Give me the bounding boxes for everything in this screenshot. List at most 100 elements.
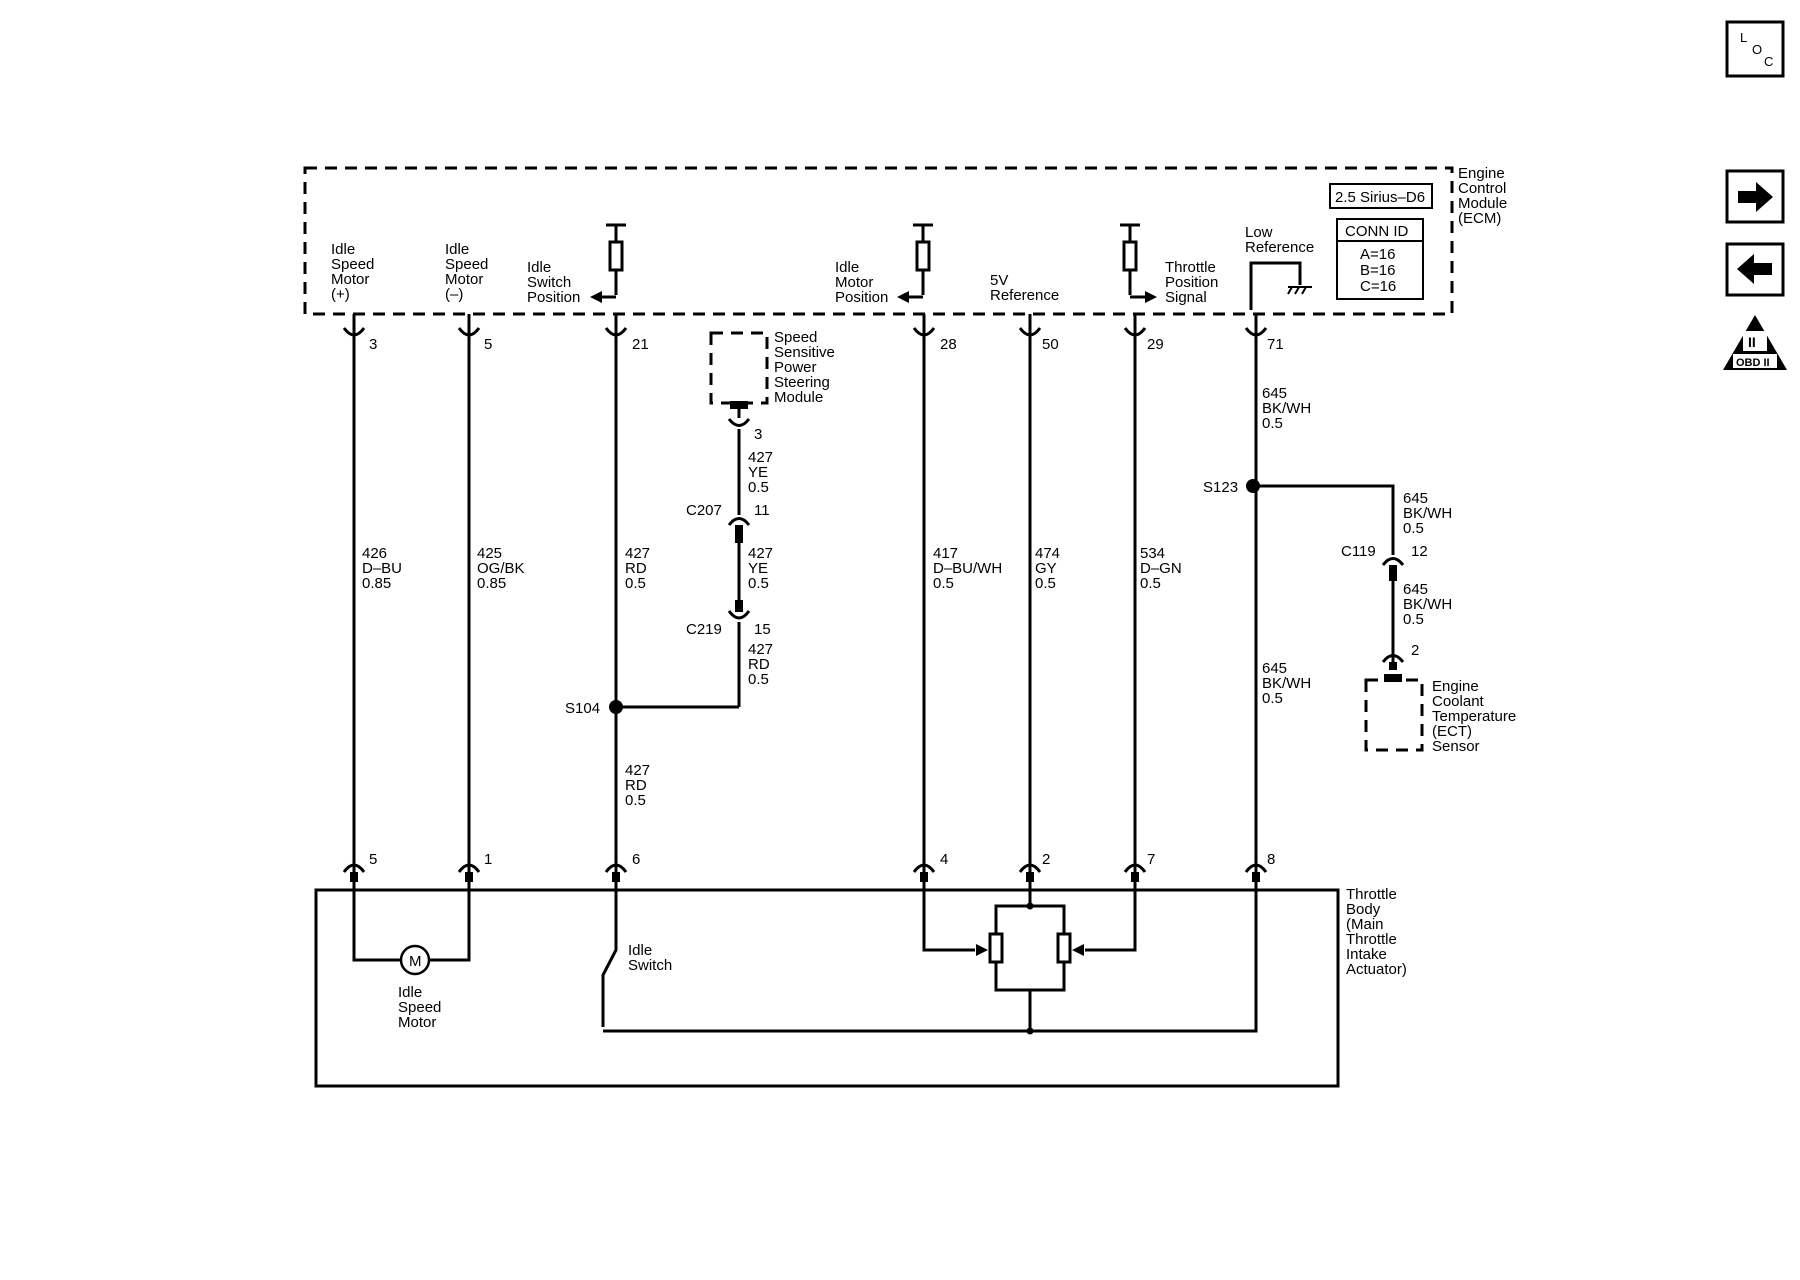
wire-label-427-upper: 427 RD 0.5	[625, 545, 654, 592]
idle-switch-label: Idle Switch	[628, 942, 672, 974]
tb-connector-idle-motor-minus	[457, 863, 481, 873]
idle-speed-motor-m: M	[409, 953, 422, 970]
wire-label-417: 417 D–BU/WH 0.5	[933, 545, 1006, 592]
throttle-body-box	[314, 888, 1340, 1088]
ecm-connector-low-reference	[1244, 327, 1268, 337]
idle-speed-motor-symbol	[399, 944, 431, 976]
ecm-pin-label-throttle-position: Throttle Position Signal	[1165, 259, 1223, 306]
ecm-pin-71: 71	[1267, 336, 1284, 353]
obd-ii-button[interactable]: II OBD II	[1723, 315, 1787, 370]
conn-id-box	[1336, 218, 1424, 300]
ecm-pin-label-idle-motor-position: Idle Motor Position	[835, 259, 888, 306]
ect-pin: 2	[1411, 642, 1419, 659]
ecm-connector-5v-reference	[1018, 327, 1042, 337]
ect-sensor-box	[1364, 678, 1424, 752]
ecm-connector-idle-motor-position	[912, 327, 936, 337]
tb-connector-idle-switch	[604, 863, 628, 873]
throttle-body-name: Throttle Body (Main Throttle Intake Actu…	[1346, 886, 1407, 978]
c207-pin: 11	[754, 502, 770, 519]
loc-letter-l: L	[1740, 30, 1747, 45]
wire-label-645-lower: 645 BK/WH 0.5	[1262, 660, 1315, 707]
tb-connector-idle-motor-position	[912, 863, 936, 873]
ecm-pin-3: 3	[369, 336, 377, 353]
ecm-pin-5: 5	[484, 336, 492, 353]
ecm-resistor-throttle-position	[1120, 223, 1157, 303]
ecm-name: Engine Control Module (ECM)	[1458, 165, 1511, 227]
ecm-box	[303, 166, 1454, 316]
tb-pin-4: 4	[940, 851, 948, 868]
loc-letter-o: O	[1752, 42, 1762, 57]
pspm-wire3-label: 427 RD 0.5	[748, 641, 777, 688]
c207-label: C207	[686, 502, 722, 519]
wire-label-427-lower: 427 RD 0.5	[625, 762, 654, 809]
throttle-body-ground-bus	[603, 875, 1258, 1033]
conn-id-c: C=16	[1360, 278, 1396, 295]
tb-pin-6: 6	[632, 851, 640, 868]
tb-connector-low-reference	[1244, 863, 1268, 873]
splice-s104-label: S104	[565, 700, 600, 717]
c219-label: C219	[686, 621, 722, 638]
ect-wire1-label: 645 BK/WH 0.5	[1403, 490, 1456, 537]
c119-label: C119	[1341, 543, 1376, 560]
ecm-connector-throttle-position	[1123, 327, 1147, 337]
tb-pin-5: 5	[369, 851, 377, 868]
c119-pin: 12	[1411, 543, 1428, 560]
ecm-pin-label-low-reference: Low Reference	[1245, 224, 1314, 256]
pspm-pin: 3	[754, 426, 762, 443]
idle-switch-symbol	[601, 875, 618, 1027]
ecm-connector-idle-motor-minus	[457, 327, 481, 337]
tb-connector-5v-reference	[1018, 863, 1042, 873]
ecm-resistor-idle-switch	[590, 223, 626, 303]
loc-button[interactable]: L O C	[1725, 20, 1785, 78]
ecm-tag: 2.5 Sirius–D6	[1335, 189, 1425, 206]
pspm-name: Speed Sensitive Power Steering Module	[774, 329, 839, 406]
right-arrow-icon	[1738, 182, 1773, 212]
tb-pin-1: 1	[484, 851, 492, 868]
tb-connector-idle-motor-plus	[342, 863, 366, 873]
tb-connector-throttle-position	[1123, 863, 1147, 873]
throttle-position-sensors	[922, 875, 1137, 1031]
ect-wire2-label: 645 BK/WH 0.5	[1403, 581, 1456, 628]
conn-id-title: CONN ID	[1345, 223, 1409, 240]
ecm-pin-29: 29	[1147, 336, 1164, 353]
tb-pin-7: 7	[1147, 851, 1155, 868]
ecm-pin-50: 50	[1042, 336, 1059, 353]
ecm-resistor-idle-motor-position	[897, 223, 933, 303]
ecm-tag-box	[1329, 183, 1433, 209]
ecm-pin-21: 21	[632, 336, 649, 353]
ecm-pin-label-5v-reference: 5V Reference	[990, 272, 1059, 304]
idle-speed-motor-label: Idle Speed Motor	[398, 984, 446, 1031]
splice-s104	[609, 700, 623, 714]
obd-label: OBD II	[1736, 357, 1770, 369]
wire-label-426: 426 D–BU 0.85	[362, 545, 406, 592]
ecm-pin-28: 28	[940, 336, 957, 353]
wire-label-474: 474 GY 0.5	[1035, 545, 1064, 592]
c219-pin: 15	[754, 621, 771, 638]
next-arrow-button[interactable]	[1725, 169, 1785, 224]
ecm-ground-low-reference	[1249, 261, 1312, 310]
ecm-connector-idle-switch	[604, 327, 628, 337]
conn-id-b: B=16	[1360, 262, 1395, 279]
wire-label-425: 425 OG/BK 0.85	[477, 545, 529, 592]
pspm-wire2-label: 427 YE 0.5	[748, 545, 777, 592]
left-arrow-icon	[1737, 254, 1772, 284]
pspm-wire1-label: 427 YE 0.5	[748, 449, 777, 496]
ecm-pin-label-idle-switch: Idle Switch Position	[527, 259, 580, 306]
splice-s123-label: S123	[1203, 479, 1238, 496]
pspm-terminal	[730, 401, 748, 409]
ecm-pin-label-idle-motor-plus: Idle Speed Motor (+)	[331, 241, 379, 303]
wire-label-645-upper: 645 BK/WH 0.5	[1262, 385, 1315, 432]
ecm-pin-label-idle-motor-minus: Idle Speed Motor (–)	[445, 241, 493, 303]
ect-name: Engine Coolant Temperature (ECT) Sensor	[1432, 678, 1520, 755]
prev-arrow-button[interactable]	[1725, 242, 1785, 297]
obd-symbol: II	[1748, 334, 1756, 350]
conn-id-a: A=16	[1360, 246, 1395, 263]
pspm-box	[709, 331, 769, 405]
loc-letter-c: C	[1764, 54, 1773, 69]
ecm-connector-idle-motor-plus	[342, 327, 366, 337]
wire-label-534: 534 D–GN 0.5	[1140, 545, 1186, 592]
tb-pin-8: 8	[1267, 851, 1275, 868]
main-wires	[342, 314, 1268, 890]
tb-pin-2: 2	[1042, 851, 1050, 868]
